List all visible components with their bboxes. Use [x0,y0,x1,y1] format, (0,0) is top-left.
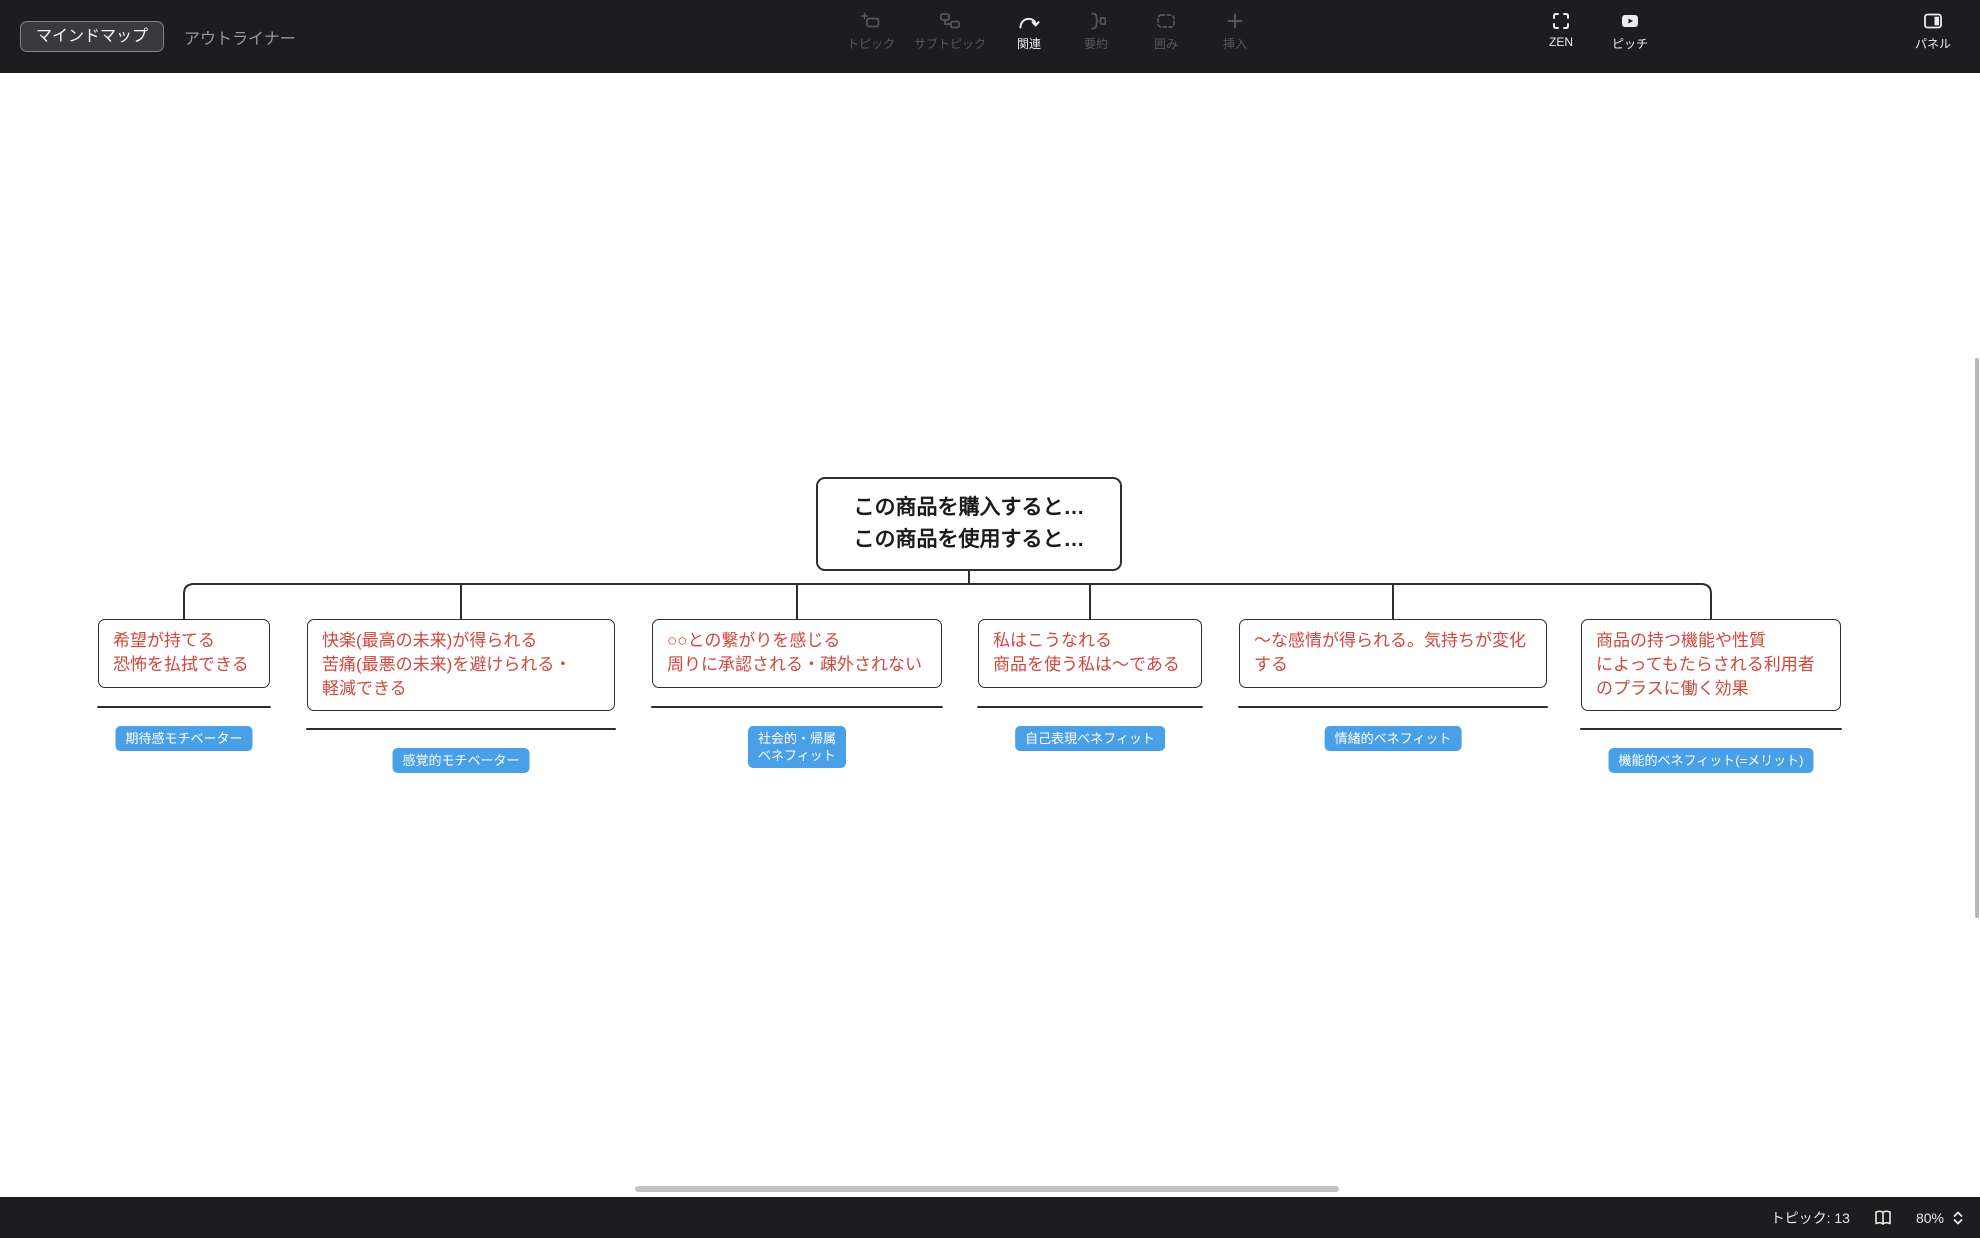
zen-mode-button[interactable]: ZEN [1549,11,1573,49]
zoom-control[interactable]: 80% [1916,1208,1966,1228]
toolbar-insert-button[interactable]: 挿入 [1223,11,1247,52]
topic-node-expectation[interactable]: 希望が持てる 恐怖を払拭できる [98,619,270,688]
topic-node-sensory[interactable]: 快楽(最高の未来)が得られる 苦痛(最悪の未来)を避けられる・ 軽減できる [307,619,615,711]
toolbar-relationship-label: 関連 [1016,37,1042,51]
panel-toggle-button[interactable]: パネル [1915,11,1951,52]
toolbar-subtopic-button[interactable]: サブトピック [914,11,986,52]
mindmap-canvas[interactable]: この商品を購入すると… この商品を使用すると… 希望が持てる 恐怖を払拭できる … [0,73,1980,1197]
top-toolbar: マインドマップ アウトライナー トピック サブトピック [0,0,1980,73]
vertical-scrollbar[interactable] [1975,358,1979,918]
toolbar-relationship-button[interactable]: 関連 [1017,11,1041,52]
topic-node-self-expression[interactable]: 私はこうなれる 商品を使う私は〜である [978,619,1202,688]
topic-tag-functional[interactable]: 機能的ベネフィット(=メリット) [1608,748,1814,773]
map-overview-button[interactable] [1872,1208,1894,1228]
relationship-icon [1018,11,1040,31]
topic-tag-sensory[interactable]: 感覚的モチベーター [392,748,530,773]
topic-tag-social[interactable]: 社会的・帰属 ベネフィット [747,726,847,768]
zen-label: ZEN [1549,35,1573,49]
topic-tag-expectation[interactable]: 期待感モチベーター [115,726,253,751]
mindmap-connectors [97,569,1842,730]
toolbar-topic-button[interactable]: トピック [847,11,895,52]
panel-label: パネル [1914,37,1952,51]
pitch-mode-button[interactable]: ピッチ [1612,11,1648,52]
tab-outliner[interactable]: アウトライナー [184,21,296,52]
toolbar-boundary-label: 囲み [1153,37,1179,51]
topic-node-emotional[interactable]: 〜な感情が得られる。気持ちが変化 する [1239,619,1547,688]
tab-mindmap[interactable]: マインドマップ [20,21,165,52]
toolbar-subtopic-label: サブトピック [913,37,987,51]
boundary-icon [1156,11,1176,31]
toolbar-summary-button[interactable]: 要約 [1084,11,1108,52]
topic-node-social[interactable]: ○○との繋がりを感じる 周りに承認される・疎外されない [652,619,942,688]
panel-icon [1923,11,1943,31]
pitch-icon [1620,11,1640,31]
toolbar-summary-label: 要約 [1083,37,1109,51]
pitch-label: ピッチ [1611,37,1649,51]
zen-icon [1551,11,1571,31]
summary-icon [1086,11,1106,31]
zoom-level: 80% [1915,1209,1944,1226]
topic-count: トピック: 13 [1770,1209,1850,1226]
horizontal-scrollbar[interactable] [635,1186,1339,1192]
root-topic-node[interactable]: この商品を購入すると… この商品を使用すると… [816,477,1122,571]
topic-tag-self-expression[interactable]: 自己表現ベネフィット [1015,726,1165,751]
insert-icon [1225,11,1245,31]
topic-tag-emotional[interactable]: 情緒的ベネフィット [1324,726,1462,751]
zoom-stepper-icon [1950,1208,1966,1228]
topic-icon [861,11,881,31]
toolbar-topic-label: トピック [846,37,896,51]
view-tabs: マインドマップ アウトライナー [20,21,296,52]
toolbar-boundary-button[interactable]: 囲み [1154,11,1178,52]
toolbar-insert-label: 挿入 [1222,37,1248,51]
topic-node-functional[interactable]: 商品の持つ機能や性質 によってもたらされる利用者 のプラスに働く効果 [1581,619,1841,711]
status-bar: トピック: 13 80% [0,1197,1980,1238]
subtopic-icon [940,11,960,31]
